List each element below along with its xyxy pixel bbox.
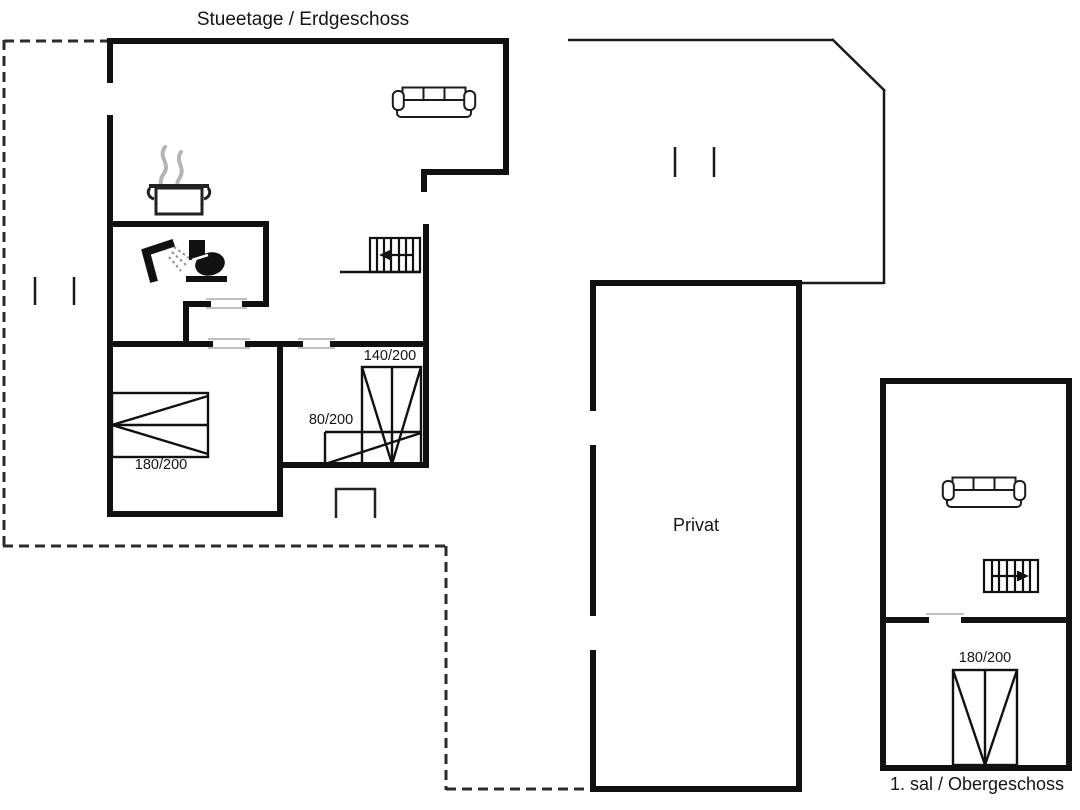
- privat-room-walls: [590, 280, 802, 792]
- privat-room-label: Privat: [672, 515, 720, 535]
- chimney-icon: [334, 487, 377, 518]
- terrace-dashed-boundary: [2, 39, 592, 791]
- bed-double-left: [110, 391, 210, 459]
- upper-bed-double: [951, 668, 1019, 767]
- door-opening-marks: [206, 298, 964, 615]
- cooking-pot-icon: [146, 184, 212, 216]
- toilet-icon: [186, 240, 227, 282]
- ground-floor-walls: [107, 38, 509, 517]
- upper-floor-title: 1. sal / Obergeschoss: [889, 774, 1065, 794]
- shower-icon: [141, 238, 190, 283]
- terrace-step-markers: [33, 147, 716, 305]
- upper-bed-label-180-200: 180/200: [958, 650, 1012, 666]
- ground-floor-title: Stueetage / Erdgeschoss: [196, 9, 410, 30]
- sofa-icon: [391, 86, 477, 118]
- upper-floor-walls: [880, 378, 1072, 771]
- bed-single: [323, 430, 422, 466]
- bed-label-140-200: 140/200: [363, 348, 417, 364]
- upper-terrace-outline: [568, 38, 886, 285]
- bed-label-180-200: 180/200: [134, 457, 188, 473]
- bed-double-right: [360, 365, 423, 466]
- steam-icon: [158, 145, 184, 191]
- stairs-down-icon: [340, 236, 422, 274]
- bed-label-80-200: 80/200: [308, 412, 354, 428]
- stairs-up-icon: [982, 558, 1040, 594]
- upper-sofa-icon: [941, 476, 1027, 508]
